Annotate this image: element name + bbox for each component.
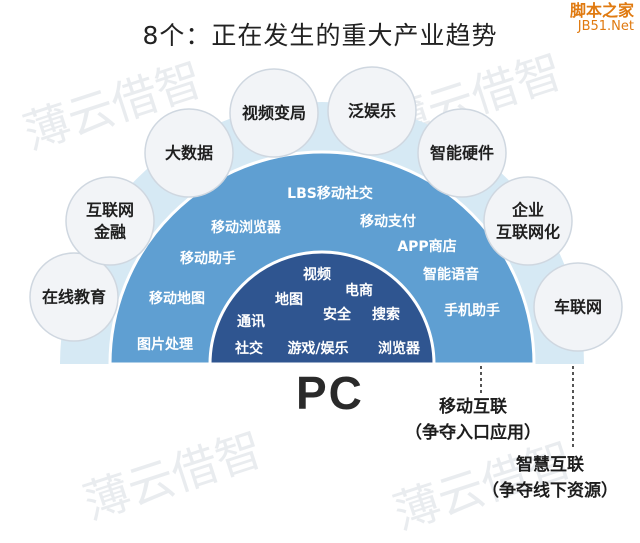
middle-item: 移动浏览器: [211, 219, 282, 236]
middle-item: 图片处理: [137, 336, 193, 353]
outer-bubble-label: 在线教育: [42, 288, 106, 307]
outer-bubble: [417, 108, 507, 198]
middle-item: 智能语音: [422, 266, 479, 283]
outer-bubble: [144, 108, 234, 198]
outer-bubble-label: 大数据: [165, 144, 213, 163]
inner-item: 安全: [323, 306, 352, 323]
outer-bubble-label: 智能硬件: [430, 144, 494, 163]
inner-item: 电商: [345, 282, 373, 299]
caption-smart-title: 智慧互联: [516, 455, 584, 475]
diagram-stage: 8个：正在发生的重大产业趋势 脚本之家 JB51.Net 薄云借智 薄云借智 薄…: [17, 2, 634, 540]
outer-bubble-label: 互联网化: [496, 223, 560, 242]
site-badge-line1: 脚本之家: [569, 1, 634, 20]
outer-bubble: [533, 262, 623, 352]
site-badge-line2: JB51.Net: [577, 18, 634, 34]
inner-item: 游戏/娱乐: [287, 340, 348, 357]
outer-bubble-label: 车联网: [554, 298, 602, 317]
core-label-pc: PC: [296, 367, 364, 419]
outer-bubble-label: 金融: [93, 223, 126, 242]
caption-mobile-title: 移动互联: [439, 397, 507, 417]
outer-bubble-label: 互联网: [86, 201, 134, 220]
outer-bubble: [229, 68, 319, 158]
outer-bubble: [29, 252, 119, 342]
outer-bubble-label: 泛娱乐: [348, 102, 396, 121]
page-title: 8个：正在发生的重大产业趋势: [142, 21, 498, 50]
site-badge: 脚本之家 JB51.Net: [570, 2, 634, 34]
inner-item: 视频: [303, 266, 331, 283]
caption-mobile: 移动互联 （争夺入口应用）: [405, 394, 541, 447]
inner-item: 地图: [275, 291, 303, 308]
inner-item: 搜索: [372, 306, 400, 323]
inner-item: 浏览器: [378, 340, 421, 357]
middle-item: 移动支付: [360, 213, 416, 230]
caption-mobile-sub: （争夺入口应用）: [405, 423, 541, 444]
middle-item: APP商店: [397, 238, 456, 255]
outer-bubble: [65, 176, 155, 266]
middle-item: 移动地图: [149, 290, 205, 307]
inner-item: 社交: [234, 340, 263, 357]
middle-item: LBS移动社交: [287, 185, 373, 202]
middle-item: 手机助手: [444, 302, 500, 319]
outer-bubble: [483, 176, 573, 266]
inner-core: [208, 250, 436, 366]
inner-item: 通讯: [237, 314, 265, 330]
outer-bubble-label: 视频变局: [242, 104, 306, 123]
outer-bubble: [327, 66, 417, 156]
outer-bubble-label: 企业: [511, 201, 544, 220]
middle-item: 移动助手: [180, 250, 236, 267]
caption-smart-sub: （争夺线下资源）: [482, 481, 618, 502]
caption-smart: 智慧互联 （争夺线下资源）: [482, 452, 618, 505]
